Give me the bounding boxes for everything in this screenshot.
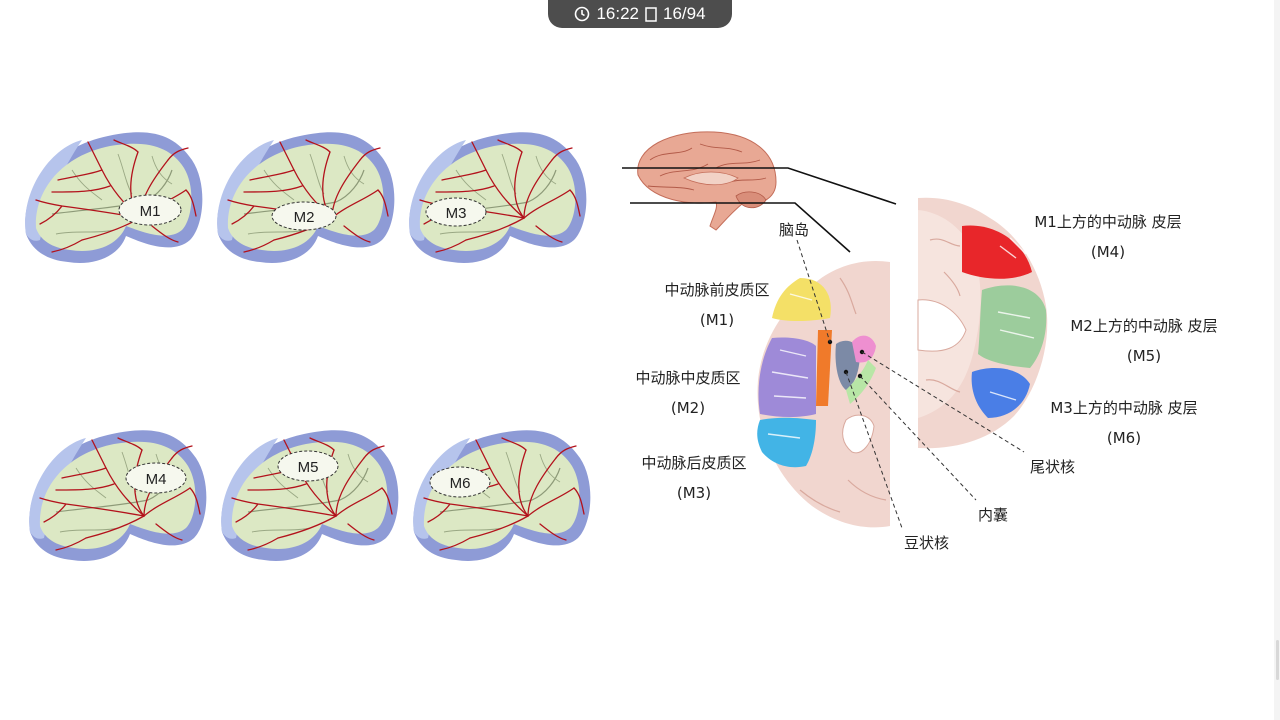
label-m6-code: (M6) (1106, 429, 1142, 447)
lateral-brain-m4: M4 (28, 429, 208, 562)
lateral-brain-m2: M2 (216, 131, 396, 264)
lateral-brain-m5: M5 (220, 429, 400, 562)
region-label-m2: M2 (294, 209, 315, 226)
region-ellipse-m2 (271, 201, 337, 231)
label-posterior-cortex: 中动脉后皮质区 (641, 454, 747, 472)
label-m5-text: M2上方的中动脉 皮层 (1070, 317, 1218, 335)
lateral-brain-m1: M1 (24, 131, 204, 264)
label-lentiform: 豆状核 (904, 534, 950, 552)
slice-guide-lines (622, 167, 897, 253)
label-m4-code: (M4) (1090, 243, 1126, 261)
lower-axial-slice (757, 260, 890, 528)
label-middle-cortex: 中动脉中皮质区 (635, 369, 741, 387)
status-bar: 16:22 16/94 (548, 0, 732, 28)
label-caudate: 尾状核 (1030, 458, 1076, 476)
status-page: 16/94 (663, 4, 706, 23)
page-icon (645, 6, 657, 22)
insula-region (816, 330, 832, 406)
label-anterior-code: (M1) (699, 311, 735, 329)
lateral-brain-m3: M3 (408, 131, 588, 264)
scrollbar-thumb[interactable] (1276, 640, 1279, 680)
lateral-brain-m6: M6 (412, 429, 592, 562)
region-ellipse-m4 (125, 462, 187, 494)
label-m5-code: (M5) (1126, 347, 1162, 365)
clock-icon (575, 6, 590, 22)
status-time: 16:22 (596, 4, 639, 23)
region-ellipse-m1 (118, 194, 182, 226)
label-m6-text: M3上方的中动脉 皮层 (1050, 399, 1198, 417)
scrollbar[interactable] (1274, 0, 1280, 720)
caudate-region (852, 335, 876, 363)
region-label-m4: M4 (146, 471, 167, 488)
label-anterior-cortex: 中动脉前皮质区 (664, 281, 770, 299)
region-label-m5: M5 (298, 459, 319, 476)
lentiform-region (835, 340, 860, 390)
region-ellipse-m6 (429, 466, 491, 498)
label-posterior-code: (M3) (676, 484, 712, 502)
region-ellipse-m5 (277, 450, 339, 482)
region-label-m1: M1 (140, 203, 161, 220)
label-middle-code: (M2) (670, 399, 706, 417)
sagittal-brain (637, 131, 777, 231)
leader-lines (796, 239, 1025, 529)
label-insula: 脑岛 (779, 221, 810, 239)
region-ellipse-m3 (425, 197, 487, 227)
upper-axial-slice (917, 197, 1048, 449)
label-internal-capsule: 内囊 (978, 506, 1009, 524)
region-label-m3: M3 (446, 205, 467, 222)
label-m4-text: M1上方的中动脉 皮层 (1034, 213, 1182, 231)
region-label-m6: M6 (450, 475, 471, 492)
